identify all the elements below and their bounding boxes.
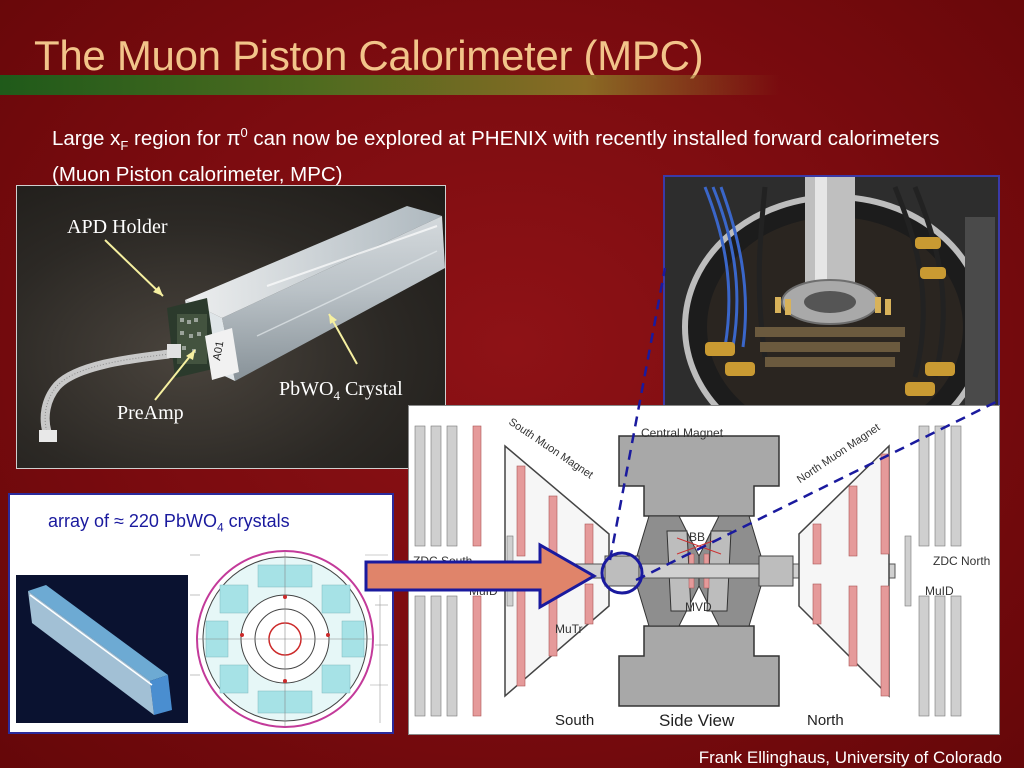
mvd-label: MVD — [685, 600, 712, 614]
intro-text: Large xF region for π0 can now be explor… — [52, 118, 952, 189]
side-view-label: Side View — [659, 711, 735, 730]
installed-mpc-photo — [663, 175, 1000, 427]
ribbon-connector — [39, 430, 57, 442]
intro-mid: region for π — [128, 126, 241, 150]
array-drawing — [16, 550, 388, 728]
array-caption: array of ≈ 220 PbWO4 crystals — [48, 511, 290, 535]
crystal-tag — [205, 328, 239, 380]
crystal-tag-text: A01 — [211, 340, 226, 361]
north-muon-magnet-shape — [798, 444, 890, 698]
installed-mpc-drawing — [665, 177, 998, 425]
central-magnet-bottom — [618, 625, 780, 707]
crystal-arrow — [328, 313, 358, 365]
preamp-arrow — [154, 349, 196, 401]
muid-right-label: MuID — [925, 584, 954, 598]
slide-title: The Muon Piston Calorimeter (MPC) — [34, 32, 704, 79]
crystal-side-face — [222, 216, 445, 381]
zdc-south-label: ZDC South — [413, 554, 473, 568]
phenix-side-view: South Muon Magnet Central Magnet North M… — [408, 405, 1000, 735]
crystal-photo-drawing: A01 — [39, 206, 445, 442]
ribbon-cable — [40, 349, 170, 434]
muid-right-stack — [918, 425, 962, 717]
title-underline-bar — [0, 75, 780, 95]
south-label: South — [555, 712, 595, 729]
north-label: North — [807, 712, 844, 729]
preamp-label: PreAmp — [117, 402, 184, 424]
central-magnet-label: Central Magnet — [641, 426, 724, 440]
footer-credit: Frank Ellinghaus, University of Colorado — [698, 748, 1002, 767]
pbwo4-crystal-label: PbWO4 Crystal — [279, 378, 403, 403]
intro-sup: 0 — [240, 125, 248, 140]
muid-left-stack — [414, 425, 458, 717]
apd-arrow — [104, 239, 164, 297]
beam-pipe — [805, 177, 855, 297]
intro-pre: Large x — [52, 126, 121, 150]
crystal-photo: A01 APD Holder PbWO4 Crystal PreAmp — [16, 185, 446, 469]
bb-label: BB — [689, 530, 706, 544]
mpc-south-body — [604, 555, 640, 587]
apd-holder-label: APD Holder — [67, 216, 168, 238]
crystal-top-face — [185, 206, 442, 318]
crystal-array-panel: array of ≈ 220 PbWO4 crystals — [8, 493, 394, 734]
side-view-drawing — [414, 425, 962, 717]
muid-left-label: MuID — [469, 584, 498, 598]
central-magnet-top — [618, 435, 780, 517]
mutr-label: MuTr — [555, 622, 583, 636]
intro-sub: F — [120, 137, 129, 153]
intro-post: can now be explored at PHENIX with recen… — [52, 126, 940, 186]
zdc-north-label: ZDC North — [933, 554, 991, 568]
